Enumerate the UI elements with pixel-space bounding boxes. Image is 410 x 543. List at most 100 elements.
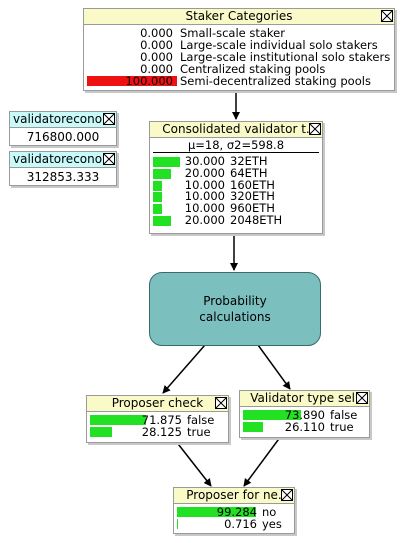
node-validator-econ-2[interactable]: validatorecono 312853.333 — [9, 151, 117, 186]
node-proposer-check[interactable]: Proposer check 71.875 false 28.125 true — [86, 395, 229, 443]
state-label: no — [262, 505, 277, 519]
close-icon[interactable] — [381, 10, 393, 22]
state-label: 960ETH — [230, 201, 275, 216]
state-row[interactable]: 20.000 2048ETH — [150, 212, 322, 227]
state-label: yes — [262, 517, 282, 531]
state-label: Centralized staking pools — [180, 62, 326, 76]
state-value: 10.000 — [184, 177, 225, 192]
arrow-calc-to-validator-type — [257, 344, 291, 390]
state-list: 71.875 false 28.125 true — [87, 412, 228, 438]
state-value: 10.000 — [184, 201, 225, 216]
state-row[interactable]: 20.000 64ETH — [150, 165, 322, 180]
state-label: Large-scale institutional solo stakers — [180, 50, 391, 64]
state-row[interactable]: 99.284 no — [174, 506, 294, 518]
node-title: validatorecono — [10, 152, 116, 168]
state-value: 71.875 — [141, 413, 182, 427]
belief-bar — [153, 157, 180, 167]
belief-bar — [243, 410, 301, 420]
state-value: 28.125 — [141, 425, 182, 439]
state-row[interactable]: 73.890 false — [240, 409, 369, 421]
node-title-text: Staker Categories — [185, 9, 293, 23]
belief-bar — [177, 507, 257, 517]
state-row[interactable]: 71.875 false — [87, 414, 228, 426]
state-row[interactable]: 10.000 160ETH — [150, 177, 322, 192]
state-value: 0.000 — [140, 38, 173, 52]
state-label: true — [187, 425, 211, 439]
close-icon[interactable] — [309, 123, 321, 135]
node-title: Validator type sel. — [240, 391, 369, 407]
state-row[interactable]: 28.125 true — [87, 426, 228, 438]
state-label: 32ETH — [230, 154, 268, 168]
node-value: 716800.000 — [26, 130, 100, 144]
state-value: 10.000 — [184, 189, 225, 204]
node-value: 312853.333 — [26, 170, 100, 184]
state-value: 30.000 — [184, 154, 225, 168]
state-value: 0.000 — [140, 50, 173, 64]
node-title-text: Proposer check — [111, 396, 204, 410]
belief-bar — [153, 192, 162, 203]
node-statistics: μ=18, σ2=598.8 — [153, 138, 319, 153]
state-label: Semi-decentralized staking pools — [180, 74, 371, 88]
belief-bar — [177, 519, 178, 529]
arrow-proposer-check-to-proposer-for — [174, 439, 212, 487]
state-value: 0.716 — [224, 517, 257, 531]
calc-label-line2: calculations — [199, 310, 271, 324]
node-proposer-for[interactable]: Proposer for ne. 99.284 no 0.716 yes — [173, 487, 295, 534]
state-row[interactable]: 0.716 yes — [174, 518, 294, 530]
close-icon[interactable] — [103, 113, 115, 125]
node-title-text: validatorecono — [13, 152, 103, 166]
state-value: 73.890 — [284, 408, 325, 422]
state-value: 20.000 — [184, 212, 225, 227]
belief-bar — [153, 204, 162, 215]
state-value: 100.000 — [125, 74, 173, 88]
node-title-text: validatorecono — [13, 112, 103, 126]
node-title: Proposer for ne. — [174, 488, 294, 504]
belief-bar — [153, 215, 171, 226]
belief-bar — [153, 180, 162, 191]
node-title: Proposer check — [87, 396, 228, 412]
state-row[interactable]: 10.000 960ETH — [150, 201, 322, 216]
state-label: Small-scale staker — [180, 26, 285, 40]
close-icon[interactable] — [215, 397, 227, 409]
node-consolidated-validator[interactable]: Consolidated validator t. μ=18, σ2=598.8… — [149, 121, 323, 234]
state-row[interactable]: 0.000 Large-scale institutional solo stak… — [84, 51, 394, 63]
node-validator-econ-1[interactable]: validatorecono 716800.000 — [9, 111, 117, 146]
state-row[interactable]: 10.000 320ETH — [150, 191, 322, 203]
state-label: false — [187, 413, 215, 427]
node-title-text: Consolidated validator t. — [162, 122, 310, 136]
node-title: validatorecono — [10, 112, 116, 128]
close-icon[interactable] — [356, 392, 368, 404]
state-label: true — [330, 420, 354, 434]
belief-bar — [90, 427, 112, 437]
close-icon[interactable] — [103, 153, 115, 165]
arrow-calc-to-proposer-check — [162, 344, 206, 394]
state-value: 99.284 — [216, 505, 257, 519]
node-title-text: Proposer for ne. — [186, 488, 282, 502]
state-list: 99.284 no 0.716 yes — [174, 504, 294, 530]
state-label: 320ETH — [230, 189, 275, 204]
belief-bar — [90, 415, 147, 425]
close-icon[interactable] — [281, 489, 293, 501]
state-row[interactable]: 30.000 32ETH — [150, 154, 322, 168]
state-label: 160ETH — [230, 177, 275, 192]
belief-bar — [87, 76, 177, 86]
state-label: false — [330, 408, 358, 422]
state-value: 20.000 — [184, 165, 225, 180]
belief-bar — [243, 422, 264, 432]
node-title: Consolidated validator t. — [150, 122, 322, 138]
state-label: 64ETH — [230, 165, 268, 180]
state-label: 2048ETH — [230, 212, 283, 227]
state-row[interactable]: 100.000 Semi-decentralized staking pools — [84, 75, 394, 87]
probability-calculations-node[interactable]: Probability calculations — [149, 272, 321, 346]
belief-bar — [153, 168, 171, 179]
